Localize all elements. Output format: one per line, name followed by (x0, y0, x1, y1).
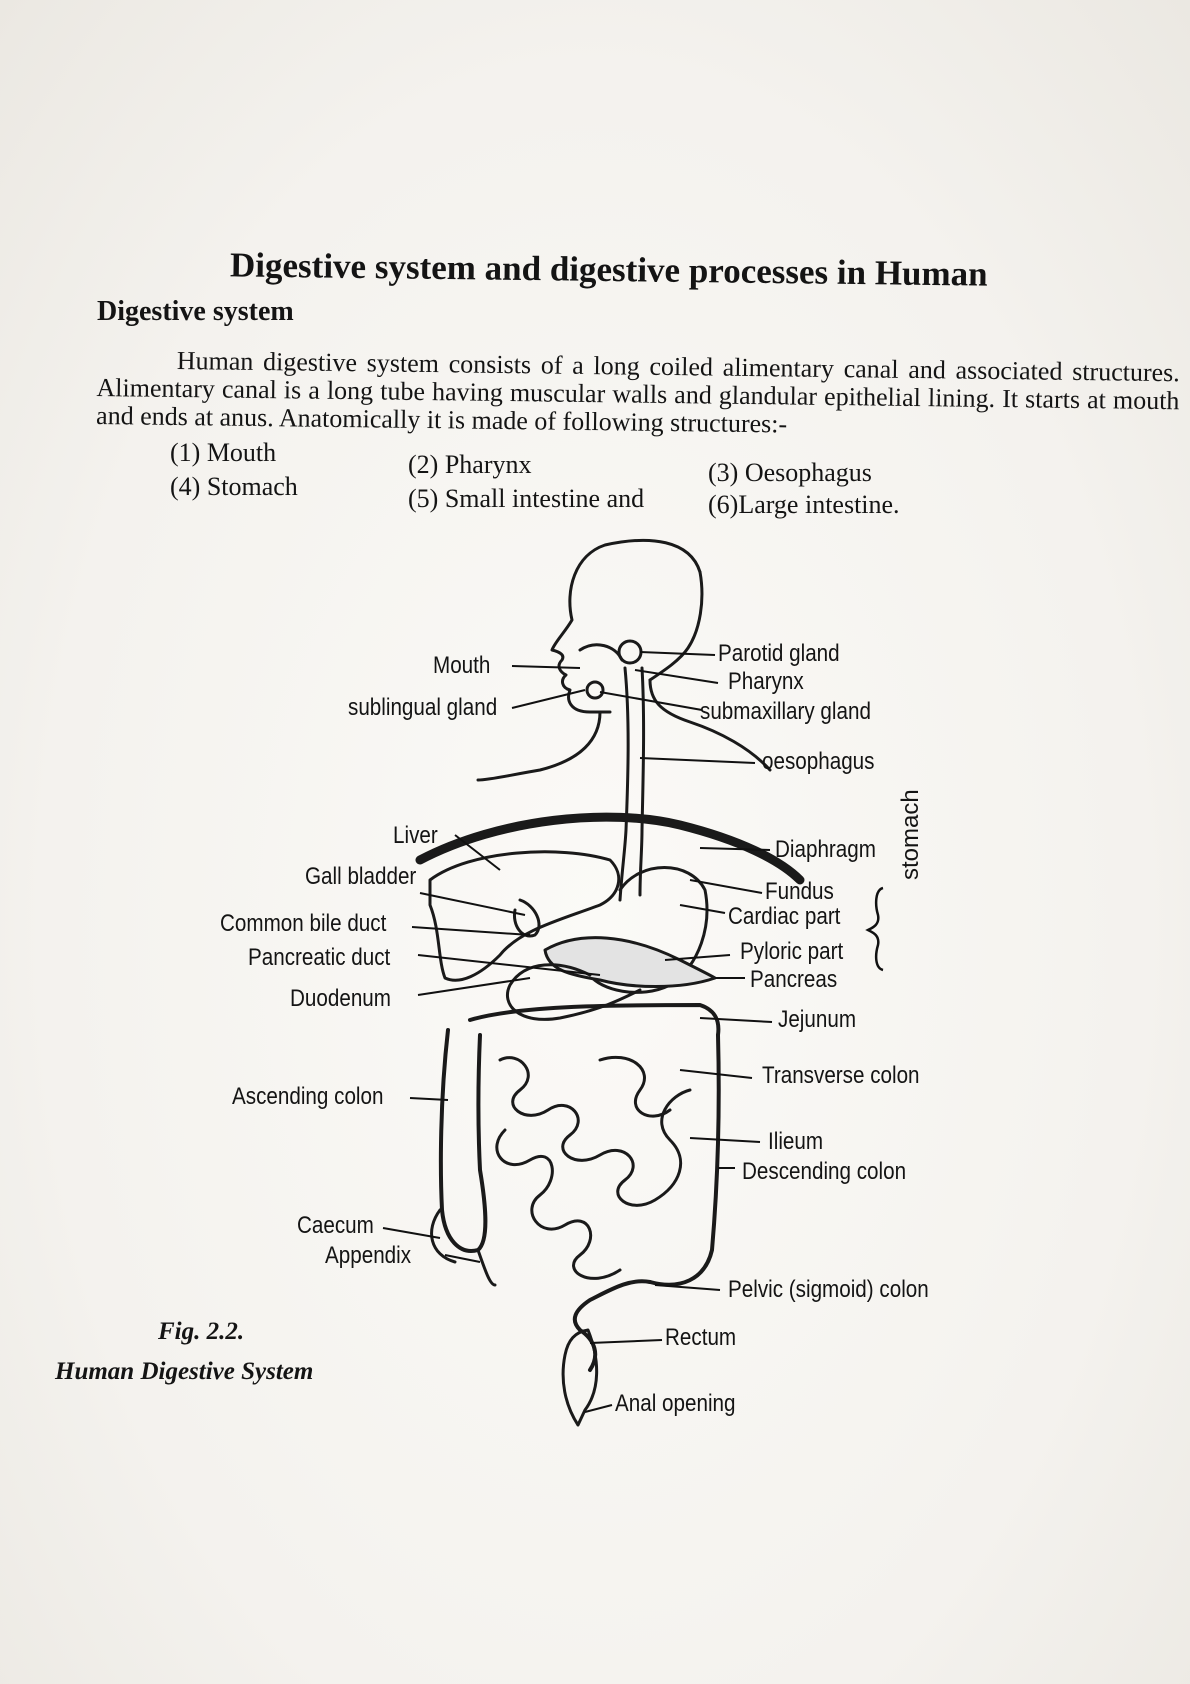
liver-shape (428, 850, 621, 982)
sublingual-gland-pointer (511, 689, 586, 709)
cardiac-part-pointer (679, 904, 726, 914)
label-pharynx: Pharynx (728, 668, 804, 695)
gall-bladder-shape (512, 898, 541, 938)
figure-number: Fig. 2.2. (158, 1318, 245, 1345)
duodenum-pointer (417, 977, 531, 996)
label-ascending-colon: Ascending colon (232, 1083, 384, 1110)
submaxillary-gland-shape (585, 680, 605, 700)
structure-item: (6)Large intestine. (708, 490, 900, 519)
structure-item: (2) Pharynx (408, 450, 532, 479)
rectum-pointer (589, 1339, 663, 1344)
label-fundus: Fundus (765, 878, 834, 905)
label-common-bile-duct: Common bile duct (220, 910, 387, 937)
label-jejunum: Jejunum (778, 1006, 857, 1033)
label-mouth: Mouth (433, 652, 491, 679)
label-descending-colon: Descending colon (742, 1158, 907, 1185)
common-bile-duct-pointer (411, 926, 531, 936)
descending-colon-shape (648, 1033, 721, 1287)
transverse-colon-pointer (679, 1069, 753, 1079)
oesophagus-pointer (639, 757, 756, 764)
anal-opening-pointer (584, 1404, 613, 1413)
stomach-shape (588, 866, 709, 994)
fundus-pointer (689, 879, 763, 894)
ilieum-pointer (689, 1137, 761, 1143)
pancreas-shape (543, 936, 717, 988)
figure-caption: Human Digestive System (55, 1358, 314, 1385)
label-sublingual-gland: sublingual gland (348, 694, 498, 721)
pyloric-part-pointer (664, 954, 731, 961)
rectum-shape (561, 1328, 599, 1427)
label-appendix: Appendix (325, 1242, 412, 1269)
head-outline (550, 538, 702, 714)
label-gall-bladder: Gall bladder (305, 863, 417, 890)
submaxillary-gland-pointer (599, 691, 703, 711)
label-transverse-colon: Transverse colon (762, 1062, 920, 1089)
label-submaxillary-gland: submaxillary gland (700, 698, 871, 725)
appendix-pointer (444, 1254, 481, 1263)
mouth-pointer (511, 665, 581, 669)
caecum-shape (430, 1208, 457, 1264)
ascending-colon-pointer (409, 1097, 449, 1101)
label-anal-opening: Anal opening (615, 1390, 736, 1417)
label-parotid-gland: Parotid gland (718, 640, 840, 667)
pelvic-colon-shape (572, 1279, 652, 1372)
label-pelvic-colon: Pelvic (sigmoid) colon (728, 1276, 929, 1303)
diaphragm-pointer (699, 847, 771, 851)
neck-back (648, 678, 772, 772)
small-intestine-coil (598, 1055, 672, 1118)
label-pyloric-part: Pyloric part (740, 938, 844, 965)
pharynx-pointer (634, 669, 719, 684)
structure-item: (1) Mouth (170, 438, 277, 467)
label-oesophagus: oesophagus (762, 748, 875, 775)
neck-front (476, 710, 602, 782)
label-liver: Liver (393, 822, 438, 849)
stomach-brace (865, 886, 884, 972)
structure-item: (5) Small intestine and (408, 484, 645, 513)
structure-item: (3) Oesophagus (708, 458, 872, 487)
label-rectum: Rectum (665, 1324, 737, 1351)
parotid-gland-pointer (639, 651, 716, 656)
transverse-colon-shape (468, 1003, 721, 1037)
label-pancreatic-duct: Pancreatic duct (248, 944, 391, 971)
jejunum-pointer (699, 1017, 773, 1023)
appendix-shape (476, 1248, 497, 1287)
oesophagus-tube-left (618, 666, 630, 902)
label-ilieum: Ilieum (768, 1128, 824, 1155)
label-cardiac-part: Cardiac part (728, 903, 841, 930)
label-duodenum: Duodenum (290, 985, 391, 1012)
small-intestine-coil (498, 1056, 692, 1207)
ascending-colon-shape (438, 1028, 488, 1253)
pancreatic-duct-pointer (417, 954, 601, 976)
label-pancreas: Pancreas (750, 966, 838, 993)
label-stomach: stomach (897, 789, 924, 880)
structure-item: (4) Stomach (170, 472, 298, 501)
head-back (648, 570, 704, 682)
oesophagus-tube-right (638, 666, 646, 897)
pelvic-colon-pointer (654, 1284, 721, 1291)
label-diaphragm: Diaphragm (775, 836, 876, 863)
liver-pointer (454, 834, 501, 871)
label-caecum: Caecum (297, 1212, 374, 1239)
small-intestine-coil (495, 1128, 622, 1280)
gall-bladder-pointer (419, 892, 526, 916)
diaphragm-shape (415, 812, 805, 885)
section-heading: Digestive system (97, 296, 294, 327)
caecum-pointer (382, 1227, 441, 1239)
mouth-cavity (578, 643, 624, 662)
